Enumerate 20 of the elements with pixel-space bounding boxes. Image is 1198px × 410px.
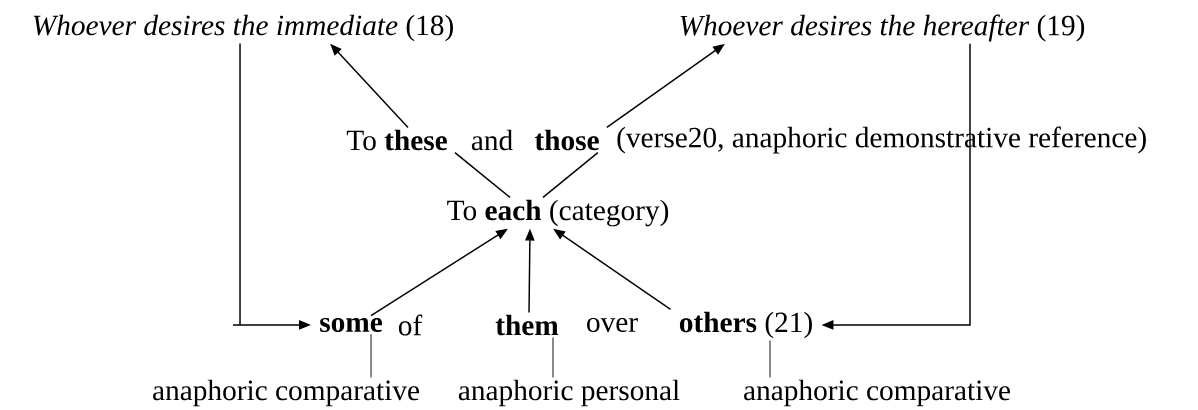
annotation-text: anaphoric personal — [458, 379, 680, 407]
leader-line — [769, 340, 771, 378]
verse-heading: Whoever desires the hereafter (19) — [680, 14, 1085, 42]
word-text: those — [534, 129, 599, 151]
connector-line — [542, 151, 599, 199]
connective-text: of — [398, 314, 423, 336]
connective-text: and — [471, 129, 513, 151]
phrase-text: To each (category) — [447, 199, 669, 227]
arrow — [370, 228, 508, 317]
word-text: them — [495, 314, 559, 336]
verse-heading: Whoever desires the immediate (18) — [33, 14, 453, 42]
phrase-text: To these — [346, 129, 447, 151]
connective-text: over — [587, 317, 638, 333]
leader-line — [552, 337, 554, 378]
annotation-text: anaphoric comparative — [744, 379, 1010, 407]
phrase-text: others (21) — [679, 311, 812, 339]
annotation-text: anaphoric comparative — [153, 379, 419, 407]
word-text: some — [320, 317, 382, 333]
leader-line — [370, 333, 372, 378]
connector-line — [454, 151, 511, 199]
